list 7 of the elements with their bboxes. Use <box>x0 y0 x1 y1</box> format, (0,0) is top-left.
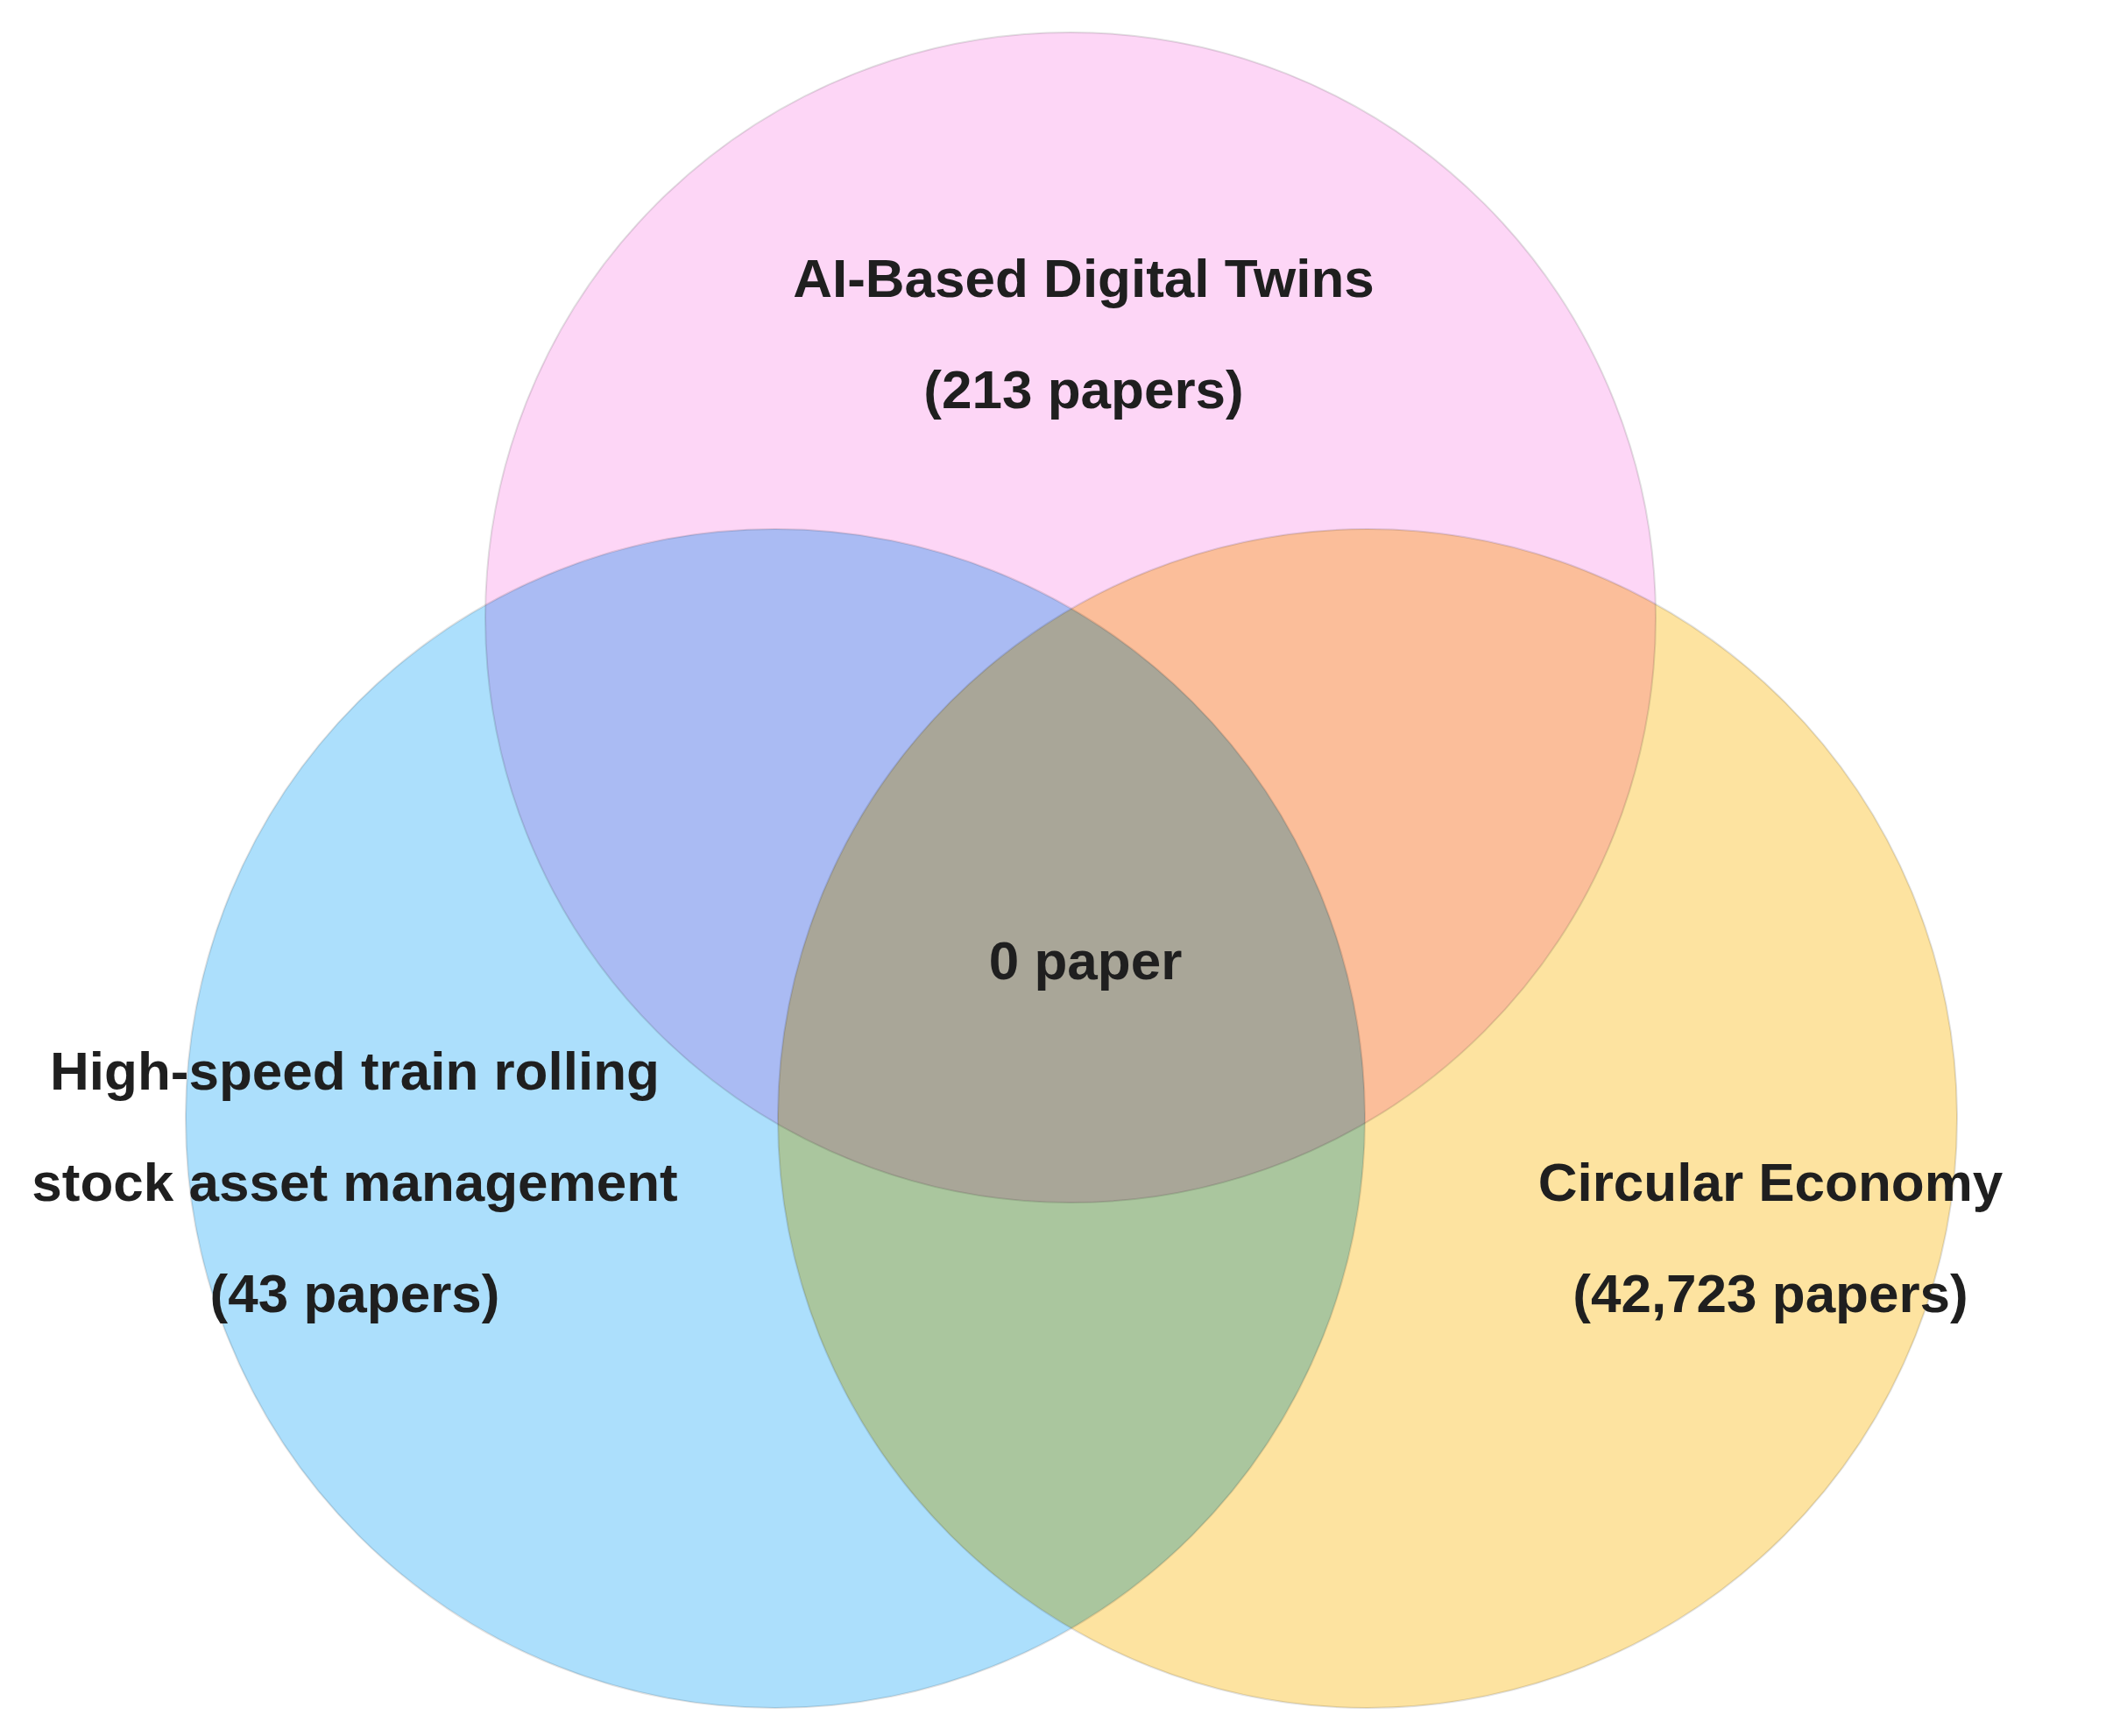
set-label: Circular Economy <box>1537 1151 2004 1214</box>
paper-count: (213 papers) <box>923 358 1244 421</box>
set-label: AI-Based Digital Twins <box>793 247 1375 310</box>
paper-count: (43 papers) <box>209 1262 500 1325</box>
set-label: High-speed train rolling stock asset management <box>31 1040 679 1214</box>
intersection-count: 0 paper <box>987 929 1184 992</box>
paper-count: (42,723 papers) <box>1572 1262 1968 1325</box>
